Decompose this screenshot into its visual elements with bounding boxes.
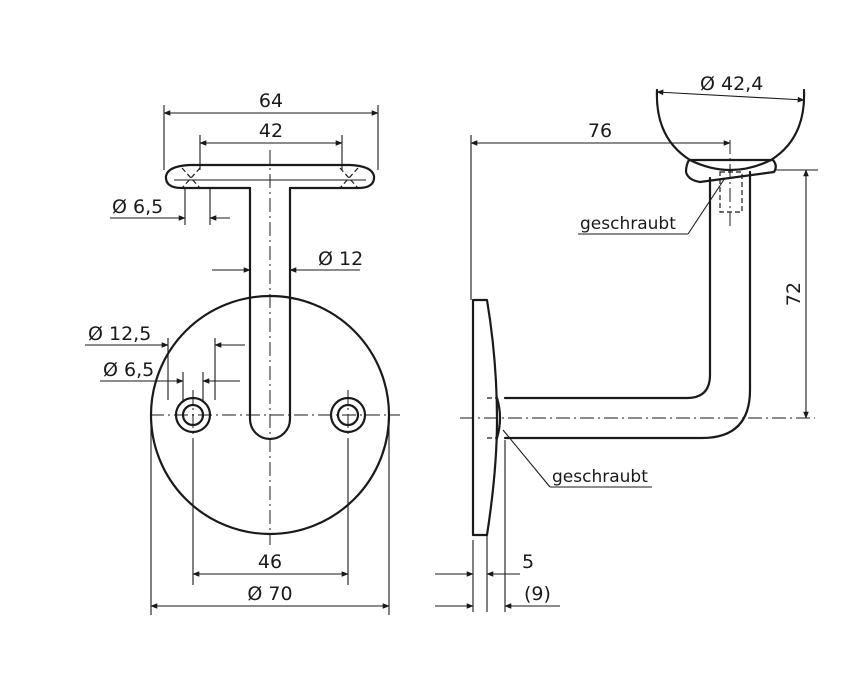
dim-hole-spacing-top: 42 (259, 120, 283, 142)
bent-tube (503, 176, 712, 400)
saddle-side (684, 158, 777, 184)
dim-height: 72 (783, 282, 805, 306)
dim-plate-thickness-total: (9) (524, 583, 551, 605)
dim-handrail: Ø 42,4 (700, 73, 763, 95)
dim-counterbore: Ø 12,5 (88, 323, 151, 345)
plate-hidden (487, 397, 497, 439)
dim-plate-hole: Ø 6,5 (103, 359, 154, 381)
dim-screw-hole-top: Ø 6,5 (112, 196, 163, 218)
saddle-plate (164, 163, 376, 190)
note-screwed-bottom: geschraubt (552, 467, 648, 487)
front-view: 64 42 Ø 6,5 Ø 12 Ø 12,5 Ø 6,5 46 (85, 90, 400, 615)
plate-boss (495, 396, 502, 440)
wall-plate-side (471, 298, 499, 537)
dim-tube-diameter: Ø 12 (318, 248, 363, 270)
dim-top-width: 64 (259, 90, 283, 112)
dim-plate-diameter: Ø 70 (247, 583, 292, 605)
dim-plate-thickness: 5 (522, 551, 534, 573)
side-view: Ø 42,4 76 72 geschraubt geschraubt 5 (9) (435, 73, 818, 612)
dim-projection: 76 (588, 120, 612, 142)
screw-hidden (719, 171, 743, 213)
dim-line-42-4 (656, 89, 805, 103)
note-screwed-top: geschraubt (580, 214, 676, 234)
bent-tube-outer (503, 170, 752, 440)
dim-hole-spacing-plate: 46 (258, 551, 282, 573)
